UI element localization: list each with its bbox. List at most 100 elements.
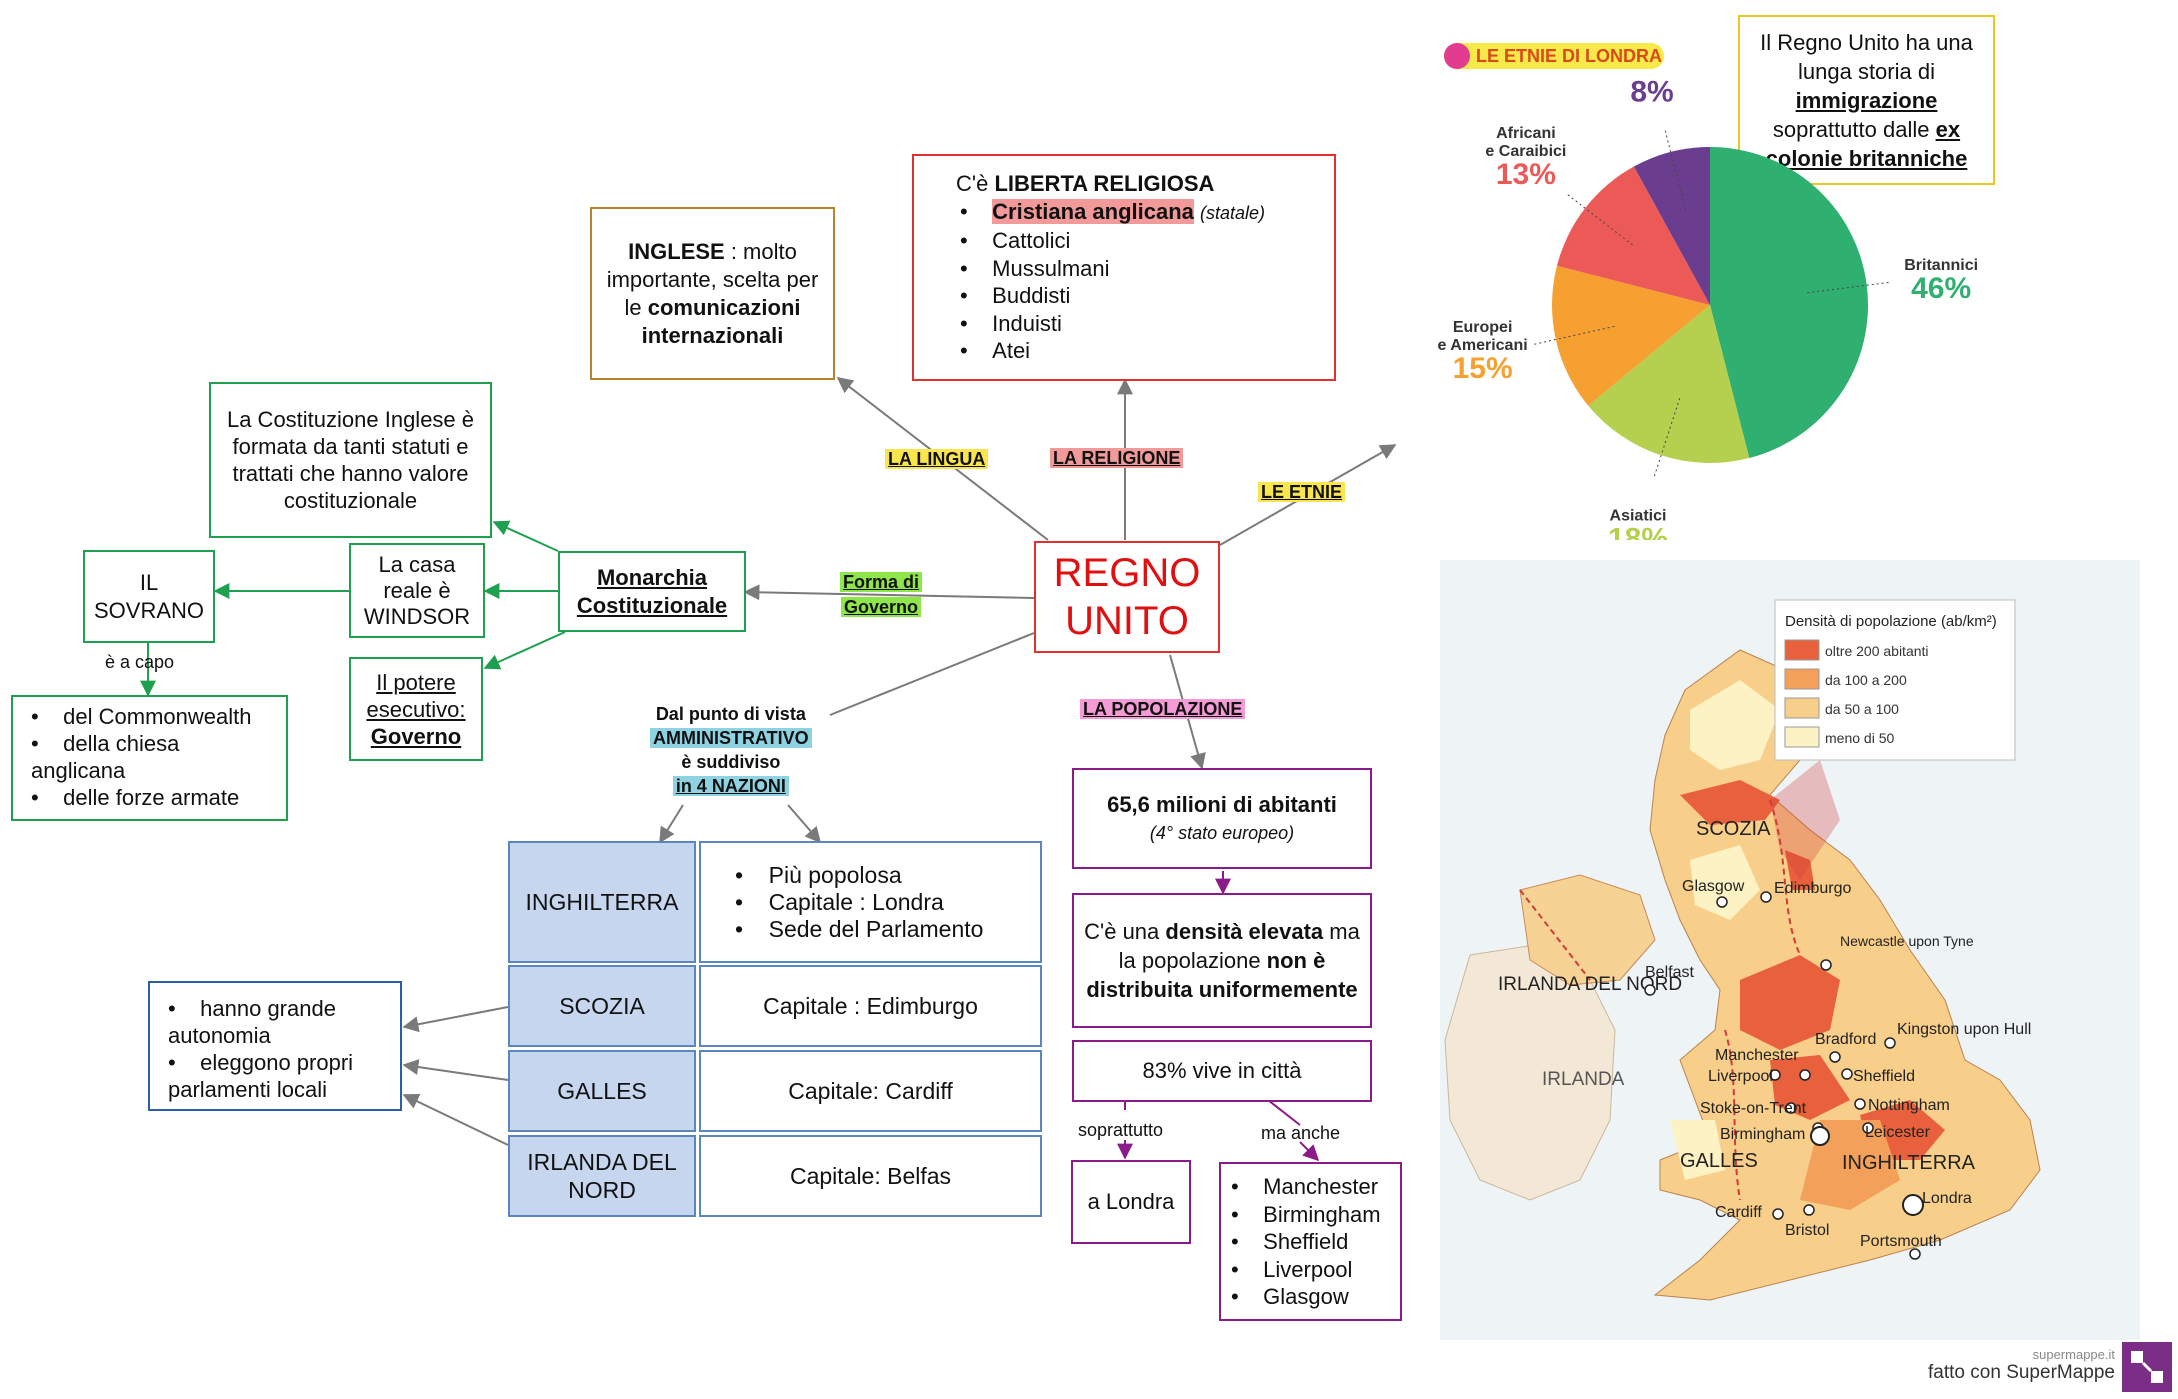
center-line1: REGNO (1053, 551, 1201, 595)
pie-value-label: 8% (1630, 80, 1673, 108)
nation-name: INGHILTERRA (508, 841, 696, 963)
religione-item-first: • Cristiana anglicana (statale) (960, 198, 1266, 224)
city-label: Portsmouth (1860, 1233, 1942, 1250)
costituzione-box: La Costituzione Inglese è formata da tan… (209, 382, 492, 538)
citta-item: Sheffield (1263, 1229, 1349, 1254)
pie-value-label: 46% (1911, 272, 1971, 305)
label-amministrativo: Dal punto di vista AMMINISTRATIVO è sudd… (650, 702, 812, 798)
popolazione-box: 65,6 milioni di abitanti (4° stato europ… (1072, 768, 1372, 869)
chart-title: LE ETNIE DI LONDRA (1444, 43, 1664, 69)
city-label: Edimburgo (1774, 880, 1851, 897)
label-religione: LA RELIGIONE (1050, 448, 1184, 469)
capo-item: delle forze armate (63, 785, 240, 810)
religione-box: C'è LIBERTA RELIGIOSA • Cristiana anglic… (912, 154, 1336, 381)
capo-box: • del Commonwealth • della chiesa anglic… (11, 695, 288, 821)
label-soprattutto: soprattutto (1078, 1120, 1164, 1140)
pie-category-label: Asiatici (1610, 508, 1667, 525)
pie-value-label: 15% (1453, 352, 1513, 385)
nation-info: Capitale : Edimburgo (699, 965, 1042, 1047)
autonomia-item: eleggono propri parlamenti locali (168, 1050, 354, 1102)
citta-item: Manchester (1263, 1174, 1379, 1199)
city-label: Nottingham (1868, 1097, 1950, 1114)
region-label: SCOZIA (1696, 818, 1771, 840)
city-label: Bristol (1785, 1222, 1829, 1239)
pie-value-label: 13% (1496, 158, 1556, 191)
city-label: Londra (1922, 1190, 1972, 1207)
pie-slice (1588, 305, 1750, 463)
city-label: Belfast (1645, 964, 1694, 981)
pie-slice (1556, 166, 1710, 305)
pie-leader-line (1534, 325, 1615, 345)
region-label: GALLES (1680, 1150, 1758, 1172)
label-etnie: LE ETNIE (1258, 482, 1346, 503)
nation-name: IRLANDA DEL NORD (508, 1135, 696, 1217)
autonomia-box: • hanno grande autonomia • eleggono prop… (148, 981, 402, 1111)
religione-item: • Mussulmani (960, 255, 1110, 281)
city-label: Sheffield (1853, 1068, 1915, 1085)
region-label: IRLANDA (1542, 1069, 1625, 1090)
region-label: INGHILTERRA (1842, 1152, 1976, 1174)
lingua-bold1: INGLESE (628, 238, 725, 264)
density-map: Densità di popolazione (ab/km²) oltre 20… (1440, 560, 2140, 1340)
pie-slice (1552, 265, 1710, 406)
city-label: Liverpool (1708, 1068, 1773, 1085)
pie-category-label: Britannici (1904, 257, 1978, 274)
capo-item: del Commonwealth (63, 704, 252, 729)
immigrazione-box: Il Regno Unito ha una lunga storia di im… (1738, 15, 1995, 185)
religione-item: • Buddisti (960, 283, 1071, 308)
region-label: IRLANDA DEL NORD (1498, 974, 1682, 995)
city-label: Kingston upon Hull (1897, 1021, 2031, 1038)
footer-small: supermappe.it (2032, 1347, 2115, 1362)
label-ma-anche: ma anche (1261, 1123, 1341, 1143)
map-legend-item: oltre 200 abitanti (1825, 643, 1929, 659)
nation-name: SCOZIA (508, 965, 696, 1047)
altre-citta-box: • Manchester • Birmingham • Sheffield • … (1219, 1162, 1402, 1321)
monarchia-label: Monarchia Costituzionale (576, 564, 728, 618)
nation-info: Capitale: Belfas (699, 1135, 1042, 1217)
label-lingua: LA LINGUA (885, 449, 989, 470)
city-label: Birmingham (1720, 1126, 1805, 1143)
religione-item: • Atei (960, 338, 1031, 363)
map-legend-item: meno di 50 (1825, 730, 1894, 746)
sovrano-box: IL SOVRANO (83, 550, 215, 643)
nation-info: Capitale: Cardiff (699, 1050, 1042, 1132)
pie-leader-line (1567, 194, 1633, 246)
monarchia-box[interactable]: Monarchia Costituzionale (558, 551, 746, 632)
citta-item: Liverpool (1263, 1256, 1353, 1282)
footer-text: fatto con SuperMappe (1928, 1362, 2115, 1383)
pie-leader-line (1807, 281, 1889, 294)
casa-reale-box: La casa reale è WINDSOR (349, 543, 485, 638)
map-legend-item: da 100 a 200 (1825, 672, 1907, 688)
pie-slice (1710, 147, 1869, 459)
pie-value-label: 18% (1608, 523, 1668, 540)
religione-item: • Cattolici (960, 228, 1071, 253)
city-label: Manchester (1715, 1047, 1799, 1064)
autonomia-item: hanno grande autonomia (168, 996, 336, 1048)
city-label: Stoke-on-Trent (1700, 1100, 1807, 1117)
pie-leader-line (1653, 398, 1681, 477)
citta-item: Birmingham (1263, 1201, 1381, 1227)
supermappe-logo-icon (2122, 1342, 2172, 1392)
footer-brand[interactable]: supermappe.it fatto con SuperMappe (1905, 1348, 2115, 1384)
label-capo: è a capo (105, 652, 175, 672)
label-popolazione: LA POPOLAZIONE (1080, 699, 1246, 720)
londra-box: a Londra (1071, 1160, 1191, 1244)
city-label: Glasgow (1682, 878, 1745, 895)
lingua-box: INGLESE : molto importante, scelta per l… (590, 207, 835, 380)
capo-item: della chiesa anglicana (31, 731, 180, 783)
nation-info: • Più popolosa • Capitale : Londra • Sed… (699, 841, 1042, 963)
lingua-bold2: comunicazioni internazionali (641, 294, 801, 348)
citta-box: 83% vive in città (1072, 1040, 1372, 1102)
city-label: Bradford (1815, 1031, 1876, 1048)
center-node[interactable]: REGNO UNITO (1034, 541, 1220, 653)
nation-name: GALLES (508, 1050, 696, 1132)
northern-ireland-shape (1519, 874, 1656, 986)
map-legend-title: Densità di popolazione (ab/km²) (1785, 613, 1997, 630)
center-line2: UNITO (1065, 599, 1189, 643)
religione-item: • Induisti (960, 310, 1062, 336)
city-label: Cardiff (1715, 1204, 1762, 1221)
